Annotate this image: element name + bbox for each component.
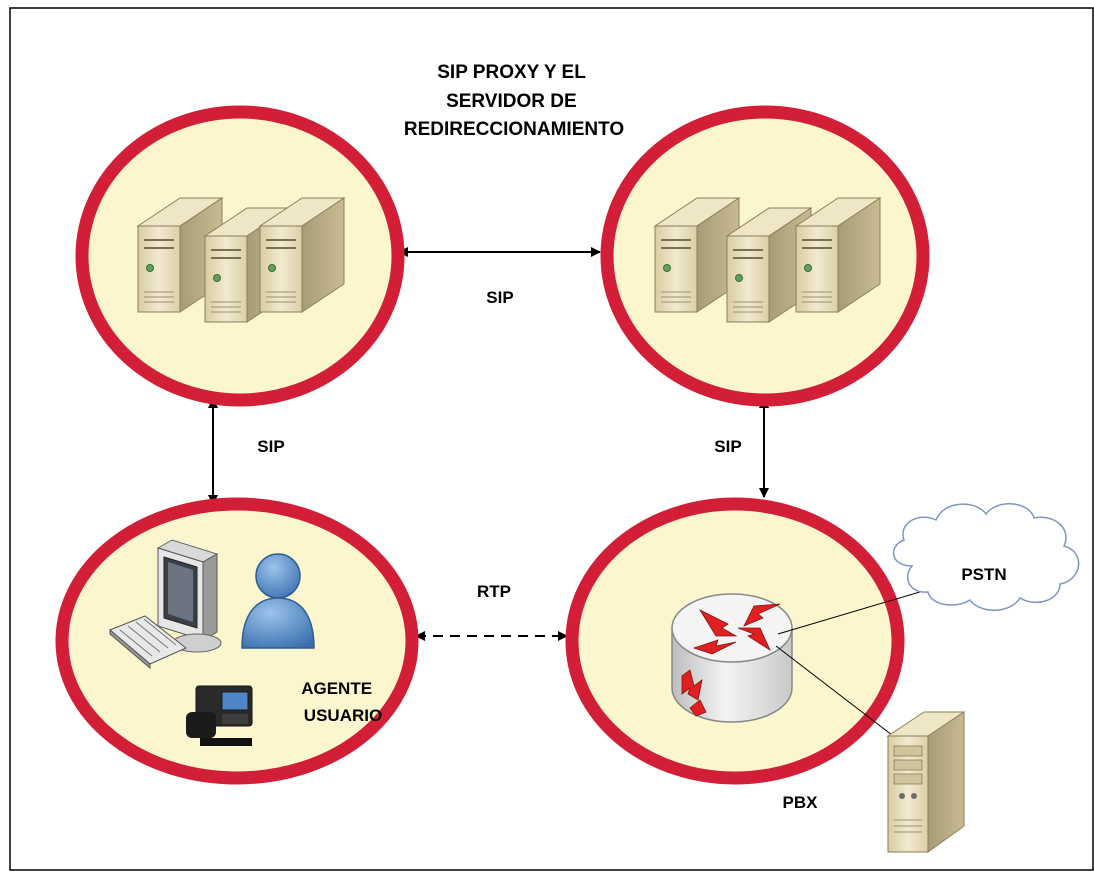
label-sip-right: SIP: [714, 437, 741, 456]
server-cluster-icon: [653, 197, 882, 323]
proxy-server-node-left: [75, 105, 405, 407]
pbx-server-icon: [886, 711, 966, 853]
router-icon: [671, 593, 793, 723]
title-line-2: SERVIDOR DE: [446, 91, 577, 112]
server-cluster-icon: [136, 197, 346, 323]
proxy-server-node-right: [600, 105, 930, 407]
label-sip-left: SIP: [257, 437, 284, 456]
user-agent-label: AGENTE USUARIO: [301, 679, 382, 725]
title-line-1: SIP PROXY Y EL: [437, 62, 586, 83]
link-router-to-pbx-server: [775, 645, 893, 736]
diagram-title: SIP PROXY Y EL SERVIDOR DE REDIRECCIONAM…: [404, 62, 624, 140]
user-agent-node: AGENTE USUARIO: [55, 497, 419, 785]
desk-phone-icon: [186, 685, 253, 746]
user-person-icon: [241, 553, 315, 649]
pbx-node: [565, 497, 905, 785]
computer-monitor-icon: [156, 539, 222, 653]
pstn-label: PSTN: [961, 565, 1006, 584]
keyboard-icon: [109, 615, 187, 670]
user-agent-label-line-2: USUARIO: [304, 706, 382, 725]
label-rtp: RTP: [477, 582, 511, 601]
pbx-label: PBX: [783, 793, 819, 812]
pstn-cloud-icon: [892, 503, 1080, 611]
user-agent-label-line-1: AGENTE: [301, 679, 372, 698]
title-line-3: REDIRECCIONAMIENTO: [404, 119, 624, 140]
label-sip-top: SIP: [486, 288, 513, 307]
